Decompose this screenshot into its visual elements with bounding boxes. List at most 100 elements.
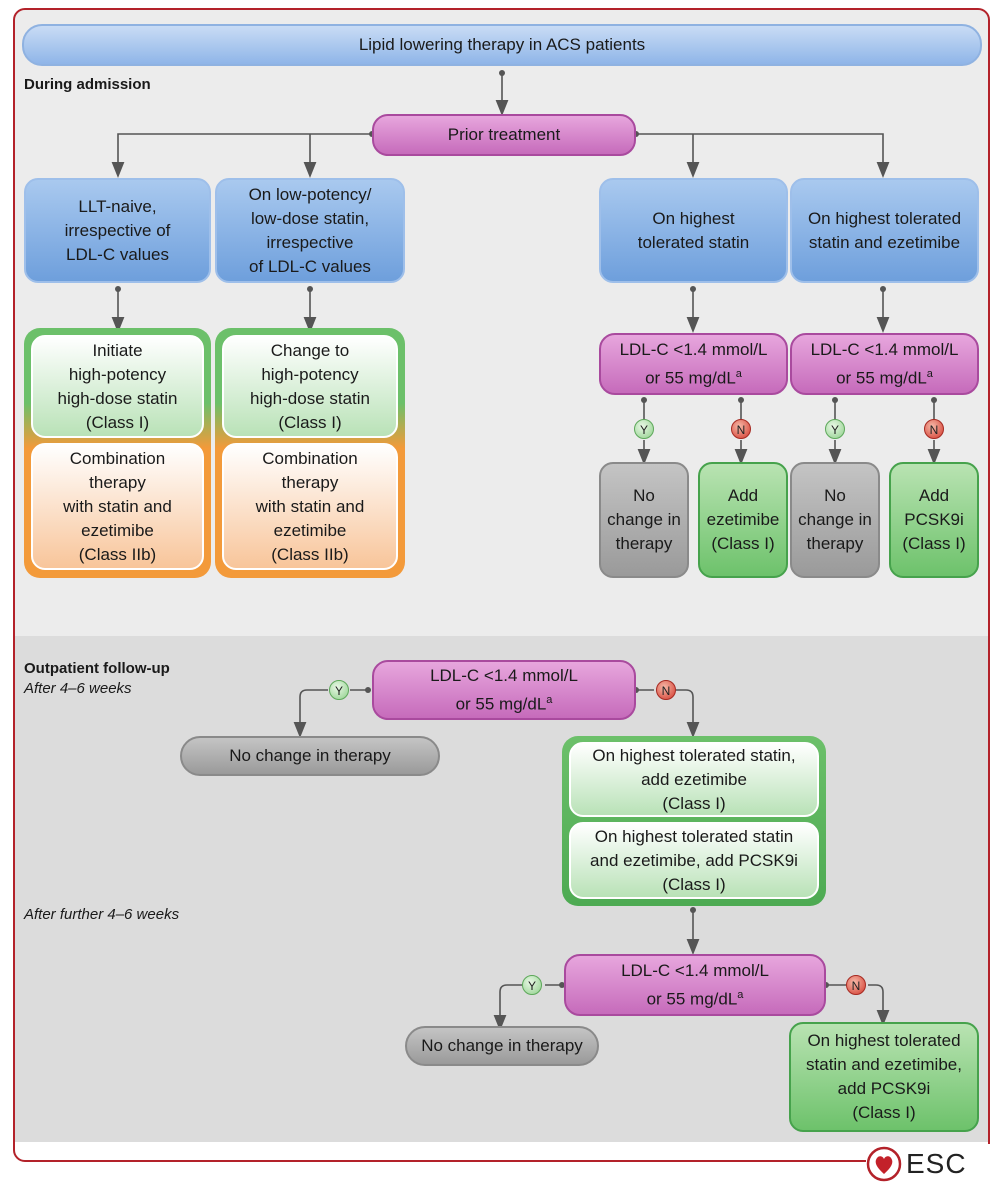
no-change-text: No change in therapy xyxy=(421,1036,583,1055)
ldl-line: or 55 mg/dL xyxy=(836,368,927,388)
add-pcsk9i-followup-box: On highest tolerated statin and ezetimib… xyxy=(569,822,819,899)
no-change-box: No change in therapy xyxy=(790,462,880,578)
rec-line: Combination xyxy=(69,448,166,468)
rec-line: (Class IIb) xyxy=(78,544,157,564)
outcome-line: PCSK9i xyxy=(904,510,964,529)
rec-line: On highest tolerated xyxy=(807,1031,961,1050)
rec-line: add ezetimibe xyxy=(641,769,747,789)
ldl-line: LDL-C <1.4 mmol/L xyxy=(430,665,578,685)
add-ezetimibe-box: Add ezetimibe (Class I) xyxy=(698,462,788,578)
outcome-line: therapy xyxy=(615,534,673,553)
title-text: Lipid lowering therapy in ACS patients xyxy=(358,35,646,54)
prior-treatment-box: Prior treatment xyxy=(372,114,636,156)
ldl-line: or 55 mg/dL xyxy=(646,989,738,1009)
rec-line: Change to xyxy=(270,340,350,360)
rec-line: with statin and xyxy=(63,496,172,516)
llt-naive-box: LLT-naive, irrespective of LDL-C values xyxy=(24,178,211,283)
no-change-box: No change in therapy xyxy=(180,736,440,776)
rec-line: (Class I) xyxy=(852,1103,916,1122)
outer-frame xyxy=(13,8,990,1162)
outcome-line: No xyxy=(633,486,655,505)
no-change-box: No change in therapy xyxy=(599,462,689,578)
rec-line: statin and ezetimibe, xyxy=(806,1055,962,1074)
ldl-line: or 55 mg/dL xyxy=(645,368,736,388)
outcome-line: No xyxy=(824,486,846,505)
rec-line: high-dose statin xyxy=(249,388,371,408)
rec-line: ezetimibe xyxy=(273,520,347,540)
section-during-admission: During admission xyxy=(24,76,151,93)
rec-line: (Class I) xyxy=(662,874,726,894)
rec-line: with statin and xyxy=(255,496,365,516)
section-outpatient: Outpatient follow-up xyxy=(24,660,170,677)
prior-treatment-text: Prior treatment xyxy=(447,125,561,144)
highest-eze-line: On highest tolerated xyxy=(807,208,962,228)
rec-line: Combination xyxy=(262,448,358,468)
outcome-line: change in xyxy=(798,510,872,529)
ldl-footnote: a xyxy=(926,367,933,380)
outcome-line: therapy xyxy=(806,534,864,553)
outcome-line: (Class I) xyxy=(902,534,966,553)
after-4-6-weeks: After 4–6 weeks xyxy=(24,680,132,697)
ldl-line: LDL-C <1.4 mmol/L xyxy=(810,339,959,359)
yes-marker: Y xyxy=(634,419,654,439)
change-statin-box: Change to high-potency high-dose statin … xyxy=(222,335,398,438)
no-marker: N xyxy=(846,975,866,995)
ldl-footnote: a xyxy=(737,988,744,1001)
initiate-statin-box: Initiate high-potency high-dose statin (… xyxy=(31,335,204,438)
rec-line: therapy xyxy=(89,472,146,492)
rec-line: (Class I) xyxy=(278,412,342,432)
no-marker: N xyxy=(731,419,751,439)
ldl-footnote: a xyxy=(735,367,742,380)
yes-marker: Y xyxy=(825,419,845,439)
rec-line: therapy xyxy=(281,472,339,492)
outcome-line: Add xyxy=(918,486,950,505)
highest-statin-line: tolerated statin xyxy=(637,232,750,252)
rec-line: high-potency xyxy=(261,364,359,384)
rec-line: and ezetimibe, add PCSK9i xyxy=(590,850,798,870)
no-marker: N xyxy=(924,419,944,439)
rec-line: Initiate xyxy=(92,340,143,360)
llt-naive-line: LDL-C values xyxy=(65,244,169,264)
add-ezetimibe-followup-box: On highest tolerated statin, add ezetimi… xyxy=(569,742,819,817)
naive-combination-box: Combination therapy with statin and ezet… xyxy=(31,443,204,570)
low-dose-line: irrespective xyxy=(266,232,354,252)
rec-line: (Class I) xyxy=(85,412,150,432)
esc-logo-text: ESC xyxy=(906,1148,967,1179)
low-dose-statin-box: On low-potency/ low-dose statin, irrespe… xyxy=(215,178,405,283)
low-dose-line: On low-potency/ xyxy=(248,184,372,204)
esc-heart-icon xyxy=(866,1146,902,1182)
ldl-target-box: LDL-C <1.4 mmol/L or 55 mg/dLa xyxy=(790,333,979,395)
rec-line: (Class I) xyxy=(662,793,726,813)
after-further-4-6-weeks: After further 4–6 weeks xyxy=(24,906,180,923)
ldl-target-box: LDL-C <1.4 mmol/L or 55 mg/dLa xyxy=(372,660,636,720)
no-change-box: No change in therapy xyxy=(405,1026,599,1066)
rec-line: high-potency xyxy=(68,364,167,384)
outcome-line: ezetimibe xyxy=(706,510,780,529)
rec-line: add PCSK9i xyxy=(837,1079,931,1098)
low-dose-line: of LDL-C values xyxy=(249,256,371,276)
outcome-line: change in xyxy=(607,510,681,529)
no-change-text: No change in therapy xyxy=(229,746,391,765)
no-marker: N xyxy=(656,680,676,700)
final-pcsk9i-box: On highest tolerated statin and ezetimib… xyxy=(789,1022,979,1132)
highest-statin-box: On highest tolerated statin xyxy=(599,178,788,283)
llt-naive-line: irrespective of xyxy=(64,220,171,240)
yes-marker: Y xyxy=(329,680,349,700)
ldl-footnote: a xyxy=(546,693,553,706)
highest-statin-ezetimibe-box: On highest tolerated statin and ezetimib… xyxy=(790,178,979,283)
highest-eze-line: statin and ezetimibe xyxy=(808,232,961,252)
llt-naive-line: LLT-naive, xyxy=(78,196,157,216)
ldl-line: or 55 mg/dL xyxy=(455,694,547,714)
rec-line: On highest tolerated statin xyxy=(594,826,794,846)
ldl-target-box: LDL-C <1.4 mmol/L or 55 mg/dLa xyxy=(564,954,826,1016)
title-box: Lipid lowering therapy in ACS patients xyxy=(22,24,982,66)
rec-line: ezetimibe xyxy=(81,520,154,540)
ldl-target-box: LDL-C <1.4 mmol/L or 55 mg/dLa xyxy=(599,333,788,395)
yes-marker: Y xyxy=(522,975,542,995)
outcome-line: (Class I) xyxy=(711,534,775,553)
lowdose-combination-box: Combination therapy with statin and ezet… xyxy=(222,443,398,570)
highest-statin-line: On highest xyxy=(652,208,735,228)
add-pcsk9i-box: Add PCSK9i (Class I) xyxy=(889,462,979,578)
low-dose-line: low-dose statin, xyxy=(250,208,370,228)
